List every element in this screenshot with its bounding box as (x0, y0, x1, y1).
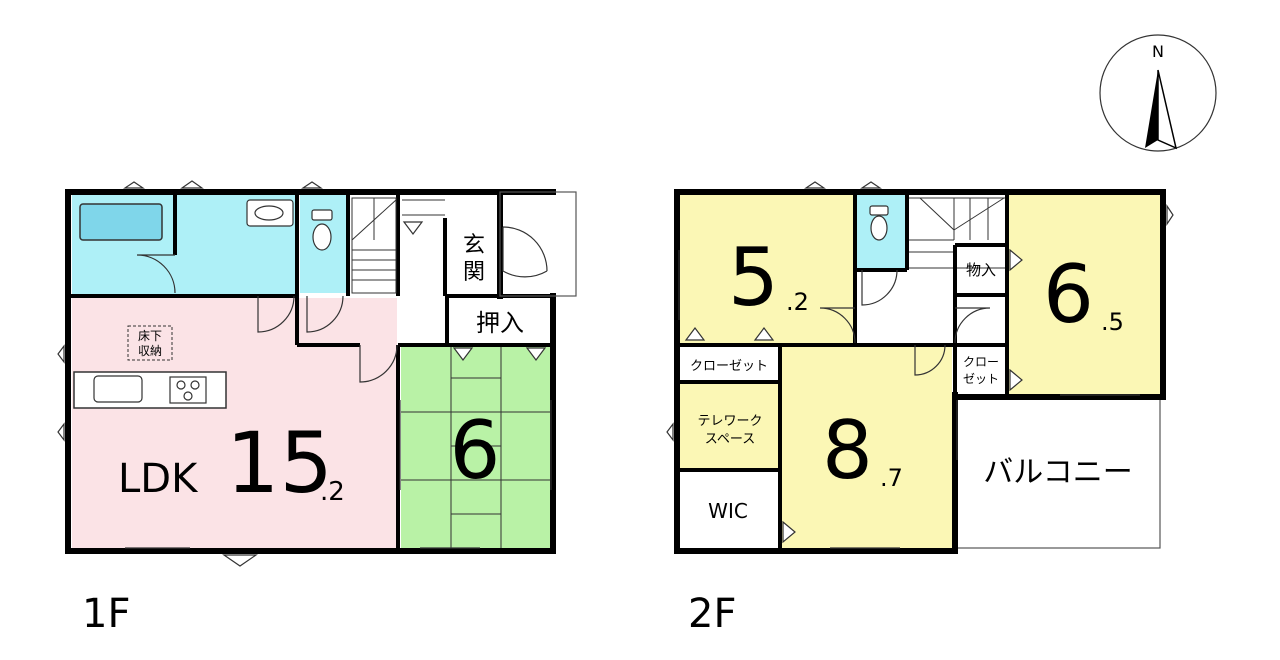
doors-1f (136, 226, 548, 383)
doors-2f (819, 269, 991, 376)
toilet-2f-icon (869, 205, 889, 241)
genkan-label-2: 関 (463, 260, 485, 285)
ldk-size-int: 15 (226, 414, 333, 512)
oshiire-label: 押入 (476, 309, 524, 337)
underfloor-storage-box (127, 325, 173, 361)
room-6-5-size-int: 6 (1043, 248, 1094, 341)
entrance-porch (499, 191, 577, 297)
washbasin-icon (246, 199, 294, 227)
underfloor-storage-label-1: 床下 (138, 329, 162, 343)
genkan-label-1: 玄 (463, 233, 485, 258)
closet-b-label-1: クロー (963, 355, 999, 369)
walls-2f (674, 189, 1166, 554)
room-5-2-fill (680, 195, 853, 345)
toilet-icon (311, 209, 333, 251)
underfloor-storage-label-2: 収納 (138, 344, 162, 358)
floor-2-label: 2F (688, 591, 736, 637)
floor-1-plan: 床下 収納 玄 関 押入 LDK 15 .2 6 1F (57, 180, 577, 637)
tatami-grid (401, 345, 551, 548)
room-6-5-fill (1007, 195, 1160, 395)
room-6-5-size-dec: .5 (1101, 308, 1124, 336)
sink-icon (93, 375, 143, 403)
room-8-7-fill (782, 345, 952, 548)
telework-label-1: テレワーク (697, 414, 762, 429)
balcony-area (954, 394, 1161, 549)
telework-fill (680, 382, 780, 468)
inner-walls-2f (677, 192, 1009, 551)
room-8-7-size-int: 8 (822, 404, 873, 497)
room-5-2-size-int: 5 (728, 231, 779, 324)
north-arrow-icon (1145, 70, 1158, 148)
room-5-2-size-dec: .2 (786, 288, 809, 316)
washitsu-size-label: 6 (450, 404, 501, 497)
floor-1-label: 1F (82, 591, 130, 637)
telework-label-2: スペース (705, 432, 755, 447)
stove-icon (169, 376, 207, 404)
ldk-name-label: LDK (118, 456, 199, 502)
ldk-fill (72, 298, 397, 548)
closet-door-marks-1f (402, 221, 547, 361)
stairs-1f (351, 197, 445, 294)
compass-north-label: N (1152, 42, 1164, 61)
windows-1f (57, 180, 552, 567)
ldk-size-dec: .2 (320, 477, 345, 507)
monoire-label: 物入 (966, 261, 996, 279)
closet-b-label-2: ゼット (963, 372, 999, 386)
floor-2-plan: 5 .2 6 .5 8 .7 クローゼット クロー ゼット 物入 テレワーク ス… (666, 181, 1174, 637)
bathtub-icon (79, 203, 163, 241)
wic-label: WIC (708, 499, 748, 523)
closet-a-label: クローゼット (690, 359, 768, 374)
windows-2f (666, 181, 1174, 549)
north-compass: N (1099, 34, 1217, 152)
balcony-label: バルコニー (983, 455, 1132, 490)
room-8-7-size-dec: .7 (880, 464, 903, 492)
